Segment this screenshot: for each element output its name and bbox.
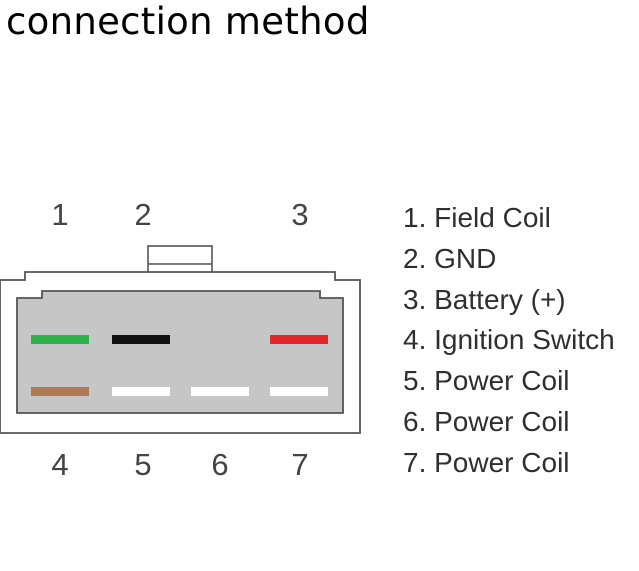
wire-pin-1	[31, 335, 89, 344]
pin-number-3: 3	[291, 197, 309, 232]
page-title: connection method	[6, 0, 370, 43]
pin-legend: 1. Field Coil 2. GND 3. Battery (+) 4. I…	[403, 198, 615, 484]
legend-item-5: 5. Power Coil	[403, 365, 570, 397]
pin-number-5: 5	[134, 447, 152, 482]
connector-cavity	[16, 290, 344, 414]
pin-number-6: 6	[211, 447, 229, 482]
legend-item-4: 4. Ignition Switch	[403, 324, 615, 356]
wire-pin-2	[112, 335, 170, 344]
wire-pin-3	[270, 335, 328, 344]
connector-diagram	[0, 245, 361, 434]
legend-item-7: 7. Power Coil	[403, 446, 570, 478]
wire-pin-7	[270, 387, 328, 396]
pin-number-4: 4	[51, 447, 69, 482]
wire-pin-6	[191, 387, 249, 396]
legend-item-3: 3. Battery (+)	[403, 283, 566, 315]
wire-pin-4	[31, 387, 89, 396]
legend-item-2: 2. GND	[403, 242, 497, 274]
pin-number-1: 1	[51, 197, 69, 232]
pin-number-7: 7	[291, 447, 309, 482]
legend-item-6: 6. Power Coil	[403, 405, 570, 437]
wire-pin-5	[112, 387, 170, 396]
legend-item-1: 1. Field Coil	[403, 202, 551, 233]
pin-number-2: 2	[134, 197, 152, 232]
